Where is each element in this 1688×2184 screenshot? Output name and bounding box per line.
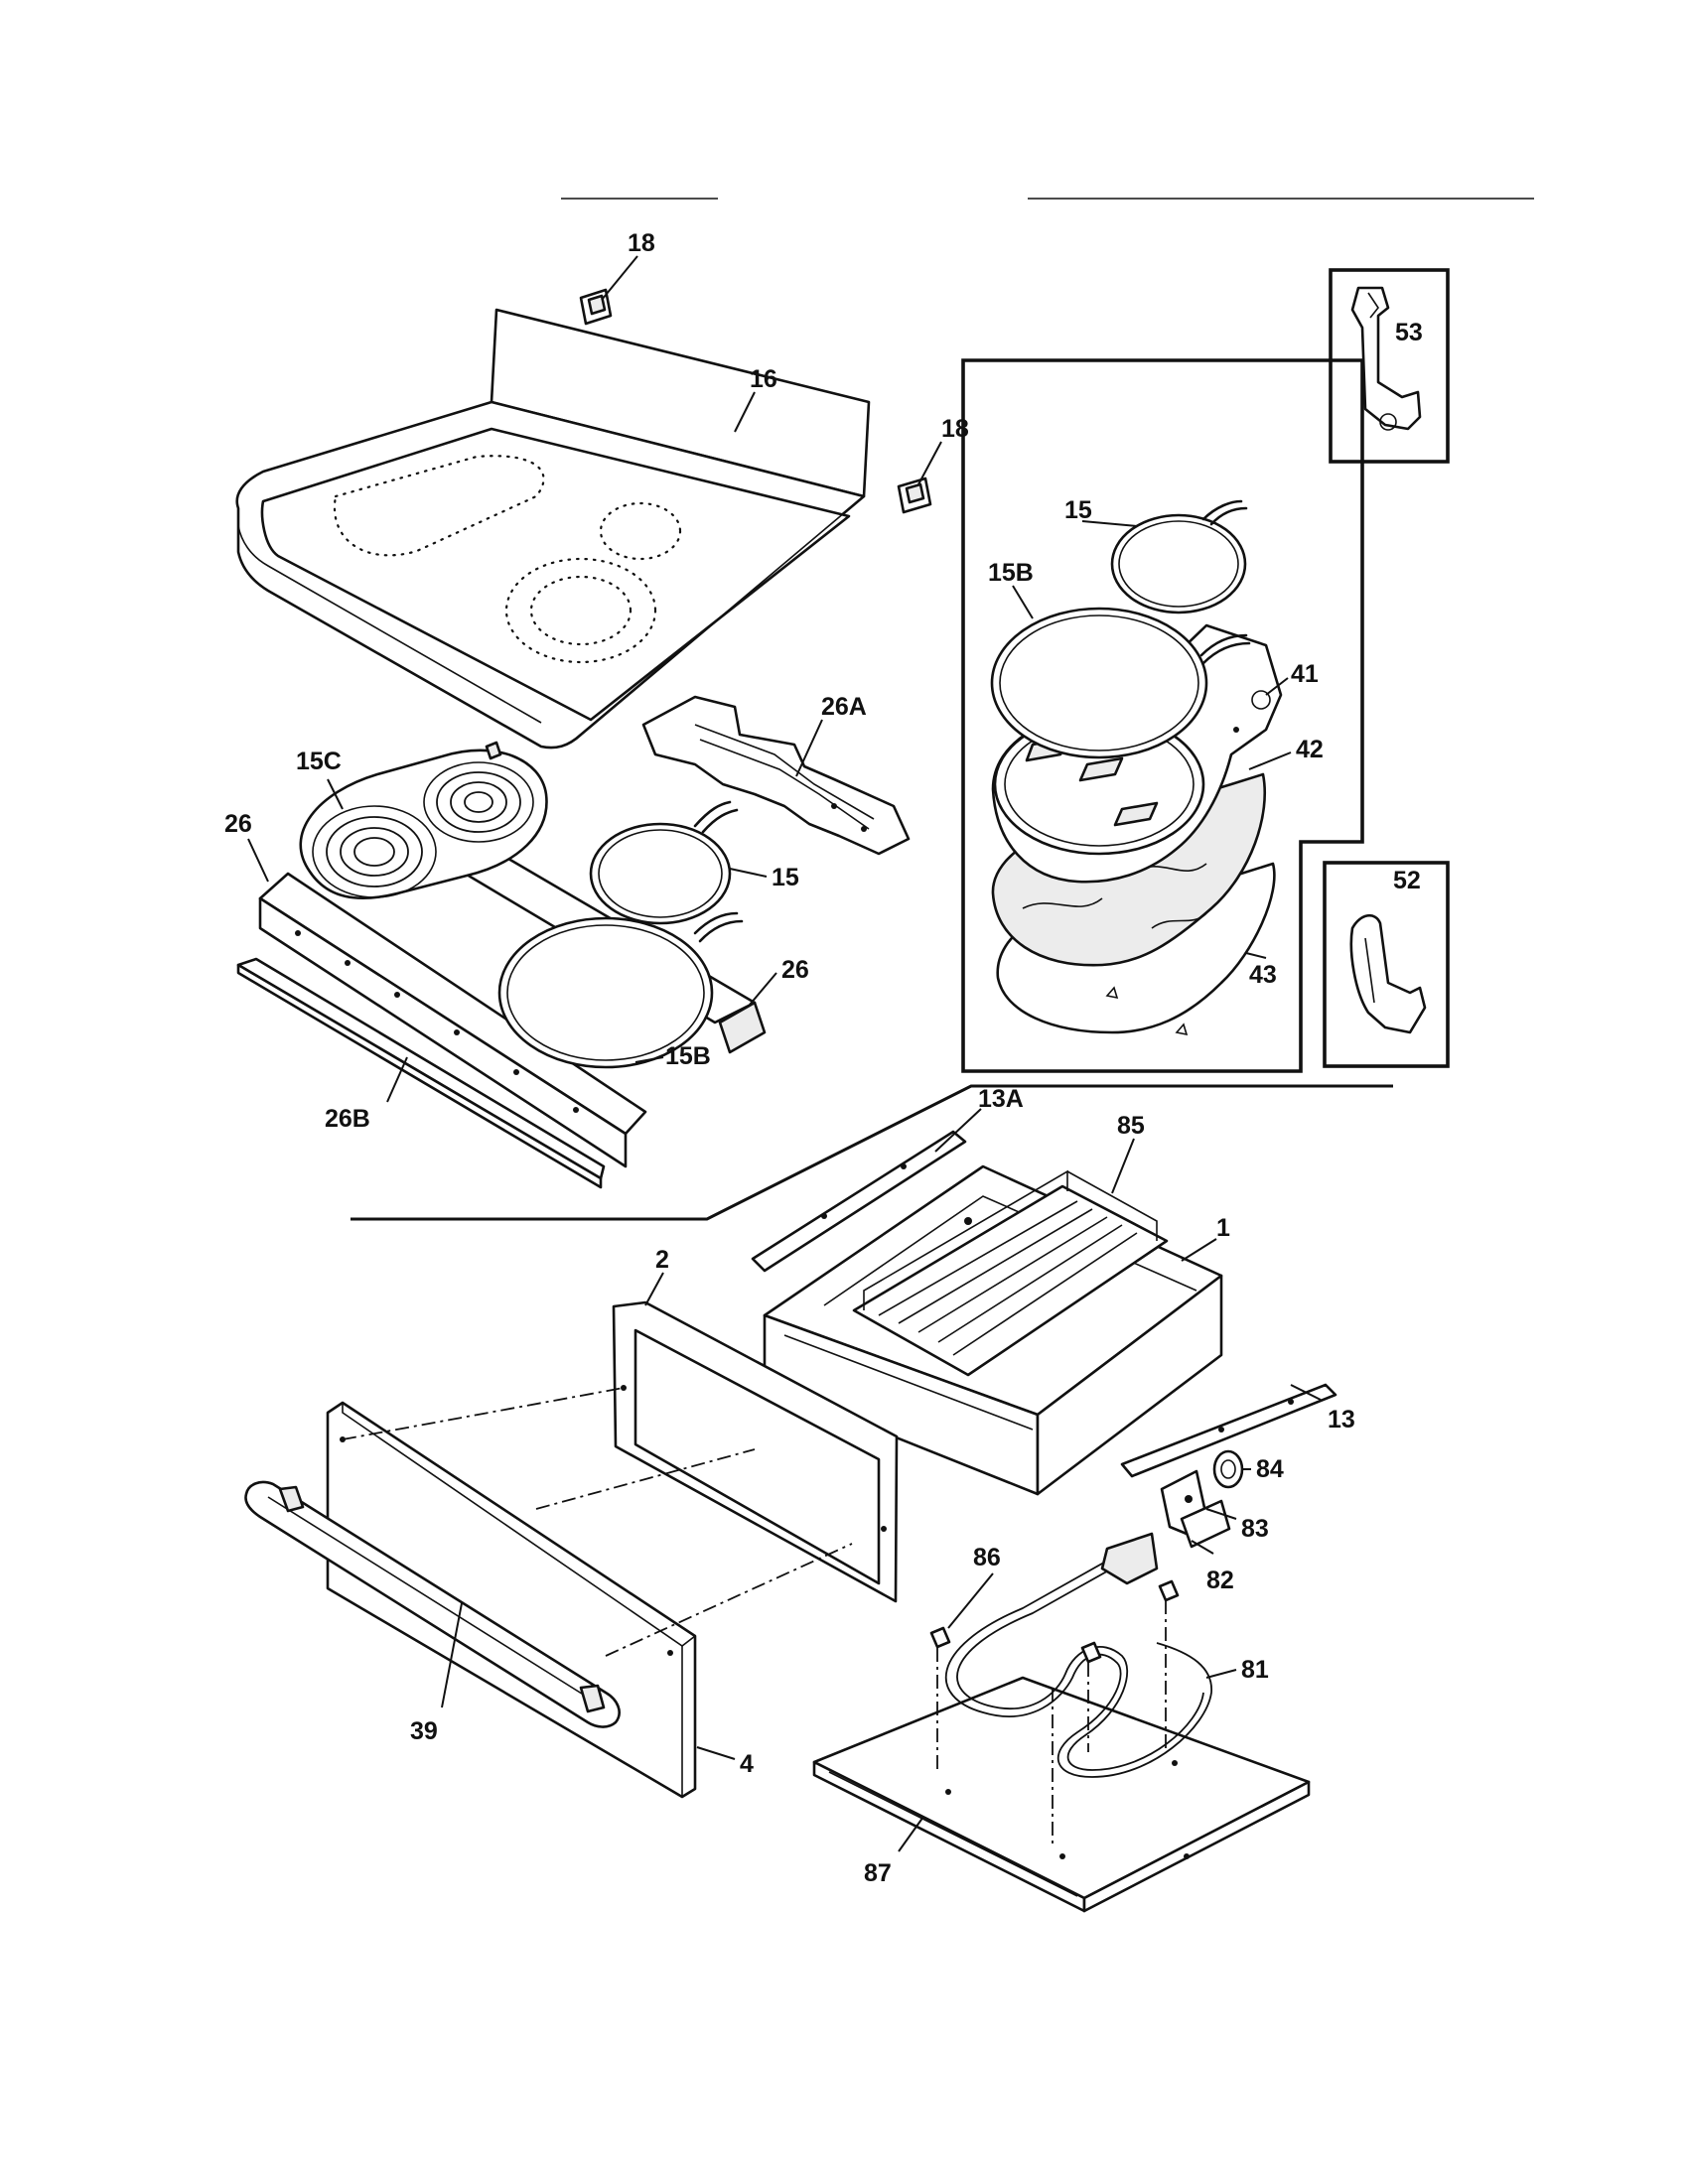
callout-42: 42 — [1296, 736, 1324, 763]
dual-element-15c — [299, 741, 548, 899]
callout-13a: 13A — [978, 1085, 1024, 1113]
callout-13: 13 — [1328, 1406, 1355, 1433]
bracket-83 — [1160, 1469, 1231, 1549]
leader-lines — [247, 255, 1322, 1852]
callout-84: 84 — [1256, 1455, 1284, 1483]
inset-box-52 — [1323, 861, 1450, 1068]
callout-81: 81 — [1241, 1656, 1269, 1684]
callout-15c: 15C — [296, 748, 342, 775]
callout-26-right: 26 — [781, 956, 809, 984]
callout-15b: 15B — [665, 1042, 711, 1070]
wire-clip-53 — [1350, 286, 1422, 431]
callout-26b: 26B — [325, 1105, 370, 1133]
large-element-15b — [497, 911, 744, 1069]
callout-39: 39 — [410, 1717, 438, 1745]
cooktop-glass-top — [235, 308, 871, 750]
drawer-slide-13a — [751, 1130, 967, 1273]
callout-15-inset: 15 — [1064, 496, 1092, 524]
callout-87: 87 — [864, 1859, 892, 1887]
assembly-line-1 — [342, 1387, 625, 1440]
callout-53: 53 — [1395, 319, 1423, 346]
clip-52 — [1349, 914, 1427, 1034]
inset-box-element-assembly — [961, 358, 1364, 1073]
small-element-15-inset — [1110, 499, 1248, 614]
wire-rack-85 — [852, 1169, 1169, 1377]
trim-strip-26b — [236, 957, 606, 1189]
callout-18-left: 18 — [628, 229, 655, 257]
assembly-line-2 — [535, 1448, 756, 1510]
callout-41: 41 — [1291, 660, 1319, 688]
callout-15: 15 — [772, 864, 799, 891]
callout-26-left: 26 — [224, 810, 252, 838]
screw-82 — [1185, 1495, 1193, 1503]
drawer-slide-13 — [1120, 1383, 1337, 1478]
inset-box-53 — [1329, 268, 1450, 464]
callout-43: 43 — [1249, 961, 1277, 989]
callout-85: 85 — [1117, 1112, 1145, 1140]
wiring-harness-26a — [641, 695, 911, 856]
large-element-15b-inset — [990, 607, 1251, 759]
section-separator — [351, 1084, 1393, 1221]
bracket-18-right — [897, 477, 932, 514]
callout-labels: 18 16 18 53 15 15B 41 42 43 52 26A 15C 2… — [224, 229, 1423, 1887]
callout-26a: 26A — [821, 693, 867, 721]
drawer-front-4 — [326, 1401, 697, 1799]
callout-2: 2 — [655, 1246, 669, 1274]
callout-4: 4 — [740, 1750, 754, 1778]
assembly-line-3 — [605, 1543, 853, 1657]
callout-83: 83 — [1241, 1515, 1269, 1543]
receptacle-84 — [1212, 1449, 1244, 1489]
callout-15b-inset: 15B — [988, 559, 1034, 587]
drawer-frame-2 — [612, 1300, 899, 1603]
callout-82: 82 — [1206, 1567, 1234, 1594]
callout-1: 1 — [1216, 1214, 1230, 1242]
drawer-handle-39 — [244, 1480, 621, 1728]
small-element-15 — [589, 800, 739, 925]
broil-element-81 — [945, 1532, 1212, 1778]
callout-52: 52 — [1393, 867, 1421, 894]
callout-18-right: 18 — [941, 415, 969, 443]
callout-16: 16 — [750, 365, 777, 393]
clip-86 — [929, 1579, 1180, 1664]
callout-86: 86 — [973, 1544, 1001, 1571]
